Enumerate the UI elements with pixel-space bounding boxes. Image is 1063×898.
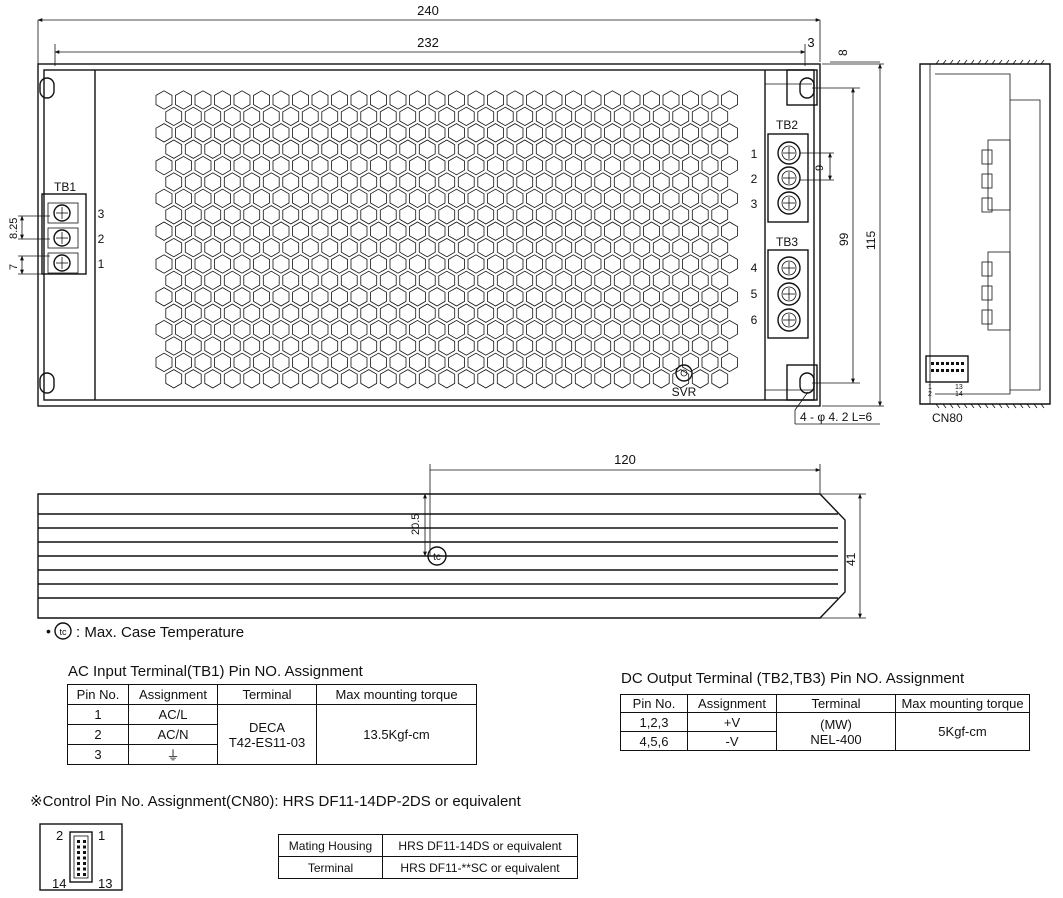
legend-bullet: • — [46, 623, 51, 639]
ac-pin: 3 — [67, 744, 129, 765]
tb3-terminal-block: TB3 4 5 6 — [751, 235, 809, 339]
tb1-terminal-block: TB1 3 2 1 8.25 7 — [8, 180, 105, 275]
cn80-pin: 1 — [98, 828, 105, 843]
svr-potentiometer[interactable] — [675, 364, 693, 382]
tb3-pin: 5 — [751, 287, 758, 301]
dim-offset: 3 — [807, 35, 814, 50]
control-value: HRS DF11-**SC or equivalent — [382, 856, 578, 879]
cn80-label: CN80 — [932, 411, 963, 425]
tc-symbol: tc — [433, 552, 441, 563]
svr-label: SVR — [672, 385, 697, 399]
ac-table-title: AC Input Terminal(TB1) Pin NO. Assignmen… — [68, 663, 363, 680]
ac-input-table: Pin No. Assignment Terminal Max mounting… — [67, 684, 477, 765]
ac-terminal-line2: T42-ES11-03 — [228, 734, 306, 750]
tb2-pin: 3 — [751, 197, 758, 211]
ac-pin: 1 — [67, 704, 129, 725]
dim-hole-pitch: 99 — [837, 232, 851, 246]
control-label: Mating Housing — [278, 834, 383, 857]
ac-header: Assignment — [128, 684, 218, 705]
tb1-pin: 3 — [98, 207, 105, 221]
tb2-label: TB2 — [776, 118, 798, 132]
dc-terminal-line2: NEL-400 — [810, 731, 862, 747]
side-pin: 14 — [955, 391, 963, 398]
side-view: 1 13 2 14 — [919, 59, 1051, 409]
ac-assignment: AC/N — [128, 724, 218, 745]
cn80-connector: 2 1 14 13 — [39, 823, 123, 891]
ac-terminal: DECA T42-ES11-03 — [217, 704, 317, 765]
control-label: Terminal — [278, 856, 383, 879]
dim-inner-width: 232 — [417, 35, 439, 50]
dc-header: Max mounting torque — [895, 694, 1030, 713]
tb3-pin: 4 — [751, 261, 758, 275]
tc-point — [427, 546, 447, 566]
tb1-pin: 2 — [98, 232, 105, 246]
control-title: ※Control Pin No. Assignment(CN80): HRS D… — [30, 793, 521, 810]
vent-grid — [155, 90, 738, 389]
ac-header: Max mounting torque — [316, 684, 477, 705]
ac-header: Pin No. — [67, 684, 129, 705]
top-view: SVR — [37, 63, 821, 407]
tb3-pin: 6 — [751, 313, 758, 327]
control-value: HRS DF11-14DS or equivalent — [382, 834, 578, 857]
dim-tb1-width: 7 — [8, 264, 20, 270]
tc-legend-symbol — [54, 622, 72, 640]
side-pin: 1 — [928, 384, 932, 391]
dc-header: Terminal — [776, 694, 896, 713]
ac-pin: 2 — [67, 724, 129, 745]
cn80-pin: 13 — [98, 876, 112, 891]
ac-torque: 13.5Kgf-cm — [316, 704, 477, 765]
dim-tc-pos: 120 — [614, 452, 636, 467]
side-pin: 2 — [928, 391, 932, 398]
mount-hole-note: 4 - φ 4. 2 L=6 — [800, 410, 872, 424]
dim-height: 41 — [844, 552, 858, 566]
front-view: tc 120 20.5 41 — [37, 452, 866, 619]
dim-tb2-pitch: 9 — [814, 165, 826, 171]
dc-header: Pin No. — [620, 694, 688, 713]
ac-assignment: AC/L — [128, 704, 218, 725]
legend-symbol: tc — [59, 627, 67, 637]
dim-height-overall: 115 — [864, 231, 878, 250]
tb2-pin: 2 — [751, 172, 758, 186]
dim-overall-width: 240 — [417, 3, 439, 18]
ac-terminal-line1: DECA — [248, 719, 286, 735]
dim-tc-height: 20.5 — [410, 514, 422, 535]
cn80-pin: 14 — [52, 876, 66, 891]
tb3-label: TB3 — [776, 235, 798, 249]
dc-pin: 1,2,3 — [620, 712, 688, 732]
cn80-pin: 2 — [56, 828, 63, 843]
dc-assignment: -V — [687, 731, 777, 751]
tb1-pin: 1 — [98, 257, 105, 271]
side-pin: 13 — [955, 384, 963, 391]
dc-terminal: (MW) NEL-400 — [776, 712, 896, 751]
tb1-label: TB1 — [54, 180, 76, 194]
dim-tb1-pitch: 8.25 — [8, 218, 20, 239]
ac-header: Terminal — [217, 684, 317, 705]
dc-terminal-line1: (MW) — [820, 716, 852, 732]
legend-text: : Max. Case Temperature — [76, 624, 244, 641]
dc-assignment: +V — [687, 712, 777, 732]
dim-edge: 8 — [836, 49, 850, 56]
dc-pin: 4,5,6 — [620, 731, 688, 751]
dc-output-table: Pin No. Assignment Terminal Max mounting… — [620, 694, 1030, 751]
tb2-terminal-block: TB2 1 2 3 9 — [751, 118, 834, 223]
ground-icon: ⏚ — [128, 744, 218, 765]
dc-table-title: DC Output Terminal (TB2,TB3) Pin NO. Ass… — [621, 670, 965, 687]
dc-header: Assignment — [687, 694, 777, 713]
dc-torque: 5Kgf-cm — [895, 712, 1030, 751]
tb2-pin: 1 — [751, 147, 758, 161]
control-table: Mating Housing HRS DF11-14DS or equivale… — [278, 834, 578, 879]
